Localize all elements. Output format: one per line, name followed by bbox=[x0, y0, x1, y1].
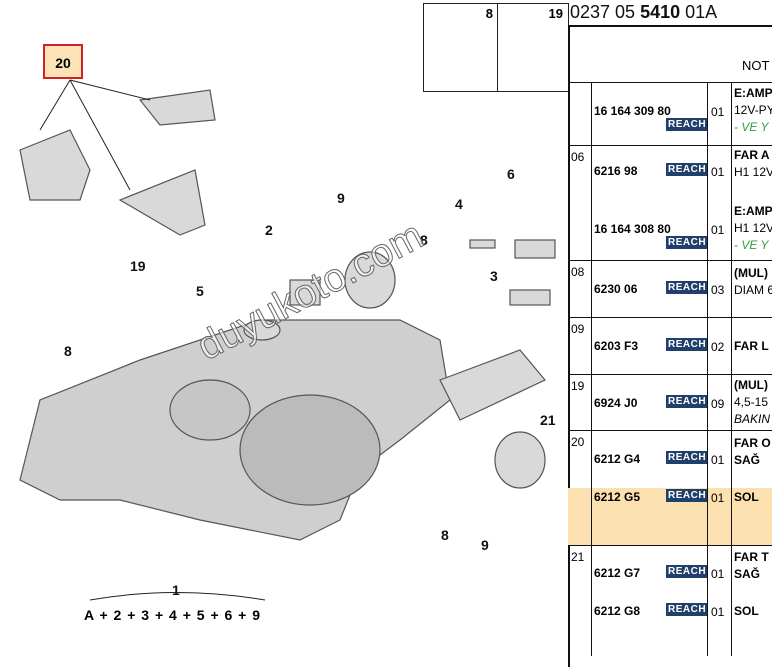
callout-21[interactable]: 21 bbox=[540, 412, 556, 428]
reach-badge: REACH bbox=[666, 118, 709, 131]
callout-6[interactable]: 6 bbox=[507, 166, 515, 182]
part-number[interactable]: 6212 G4 bbox=[594, 452, 641, 466]
callout-9[interactable]: 9 bbox=[337, 190, 345, 206]
reach-badge: REACH bbox=[666, 451, 709, 464]
assembly-formula: A + 2 + 3 + 4 + 5 + 6 + 9 bbox=[84, 607, 262, 623]
quantity: 03 bbox=[711, 283, 725, 297]
part-number[interactable]: 6212 G7 bbox=[594, 566, 641, 580]
part-number[interactable]: 6216 98 bbox=[594, 164, 638, 178]
description-line: (MUL) bbox=[734, 378, 768, 392]
reference-number: 21 bbox=[571, 550, 585, 564]
description-line: BAKIN bbox=[734, 412, 771, 426]
callout-8[interactable]: 8 bbox=[64, 343, 72, 359]
reference-number: 06 bbox=[571, 150, 585, 164]
description-line: - VE Y bbox=[734, 120, 769, 134]
reach-badge: REACH bbox=[666, 603, 709, 616]
description-line: 12V-PY bbox=[734, 103, 772, 117]
description-line: FAR A bbox=[734, 148, 770, 162]
column-header-notes: NOT bbox=[742, 58, 770, 73]
reference-number: 09 bbox=[571, 322, 585, 336]
thumb-screw-19: 19 bbox=[497, 3, 569, 92]
quantity: 01 bbox=[711, 491, 725, 505]
part-number[interactable]: 6230 06 bbox=[594, 282, 638, 296]
reference-number: 08 bbox=[571, 265, 585, 279]
part-number[interactable]: 6212 G5 bbox=[594, 490, 641, 504]
description-line: E:AMP bbox=[734, 86, 772, 100]
reach-badge: REACH bbox=[666, 395, 709, 408]
table-frame bbox=[568, 25, 772, 667]
thumb-label: 19 bbox=[548, 6, 563, 21]
description-line: FAR L bbox=[734, 339, 769, 353]
callout-3[interactable]: 3 bbox=[490, 268, 498, 284]
catalog-title: 0237 05 5410 01A bbox=[570, 2, 718, 22]
thumb-label: 8 bbox=[485, 6, 493, 21]
description-line: SAĞ bbox=[734, 567, 761, 581]
callout-5[interactable]: 5 bbox=[196, 283, 204, 299]
description-line: SOL bbox=[734, 604, 759, 618]
callout-9[interactable]: 9 bbox=[481, 537, 489, 553]
reach-badge: REACH bbox=[666, 236, 709, 249]
reach-badge: REACH bbox=[666, 565, 709, 578]
thumb-screw-8: 8 bbox=[423, 3, 499, 92]
part-number[interactable]: 6203 F3 bbox=[594, 339, 639, 353]
exploded-parts-diagram: 20 8 19 8 19 2 9 4 6 5 8 3 21 8 9 1 A + … bbox=[19, 3, 569, 623]
reach-badge: REACH bbox=[666, 338, 709, 351]
reference-number: 19 bbox=[571, 379, 585, 393]
callout-1[interactable]: 1 bbox=[172, 582, 180, 598]
description-line: H1 12V bbox=[734, 165, 772, 179]
description-line: 4,5-15 bbox=[734, 395, 769, 409]
quantity: 01 bbox=[711, 105, 725, 119]
part-number[interactable]: 6924 J0 bbox=[594, 396, 638, 410]
reach-badge: REACH bbox=[666, 163, 709, 176]
callout-8[interactable]: 8 bbox=[441, 527, 449, 543]
description-line: SAĞ bbox=[734, 453, 761, 467]
description-line: (MUL) bbox=[734, 266, 768, 280]
callout-2[interactable]: 2 bbox=[265, 222, 273, 238]
reference-number: 20 bbox=[571, 435, 585, 449]
description-line: FAR O bbox=[734, 436, 771, 450]
callout-19[interactable]: 19 bbox=[130, 258, 146, 274]
quantity: 01 bbox=[711, 223, 725, 237]
quantity: 01 bbox=[711, 605, 725, 619]
description-line: H1 12V bbox=[734, 221, 772, 235]
quantity: 01 bbox=[711, 453, 725, 467]
quantity: 01 bbox=[711, 567, 725, 581]
description-line: SOL bbox=[734, 490, 759, 504]
description-line: - VE Y bbox=[734, 238, 769, 252]
reach-badge: REACH bbox=[666, 281, 709, 294]
headlamp-drawing bbox=[19, 79, 556, 601]
quantity: 01 bbox=[711, 165, 725, 179]
reach-badge: REACH bbox=[666, 489, 709, 502]
callout-4[interactable]: 4 bbox=[455, 196, 463, 212]
part-number[interactable]: 6212 G8 bbox=[594, 604, 641, 618]
part-number[interactable]: 16 164 308 80 bbox=[594, 222, 671, 236]
selected-reference-marker[interactable]: 20 bbox=[43, 44, 83, 79]
description-line: DIAM 6 bbox=[734, 283, 772, 297]
quantity: 02 bbox=[711, 340, 725, 354]
description-line: E:AMP bbox=[734, 204, 772, 218]
description-line: FAR T bbox=[734, 550, 769, 564]
quantity: 09 bbox=[711, 397, 725, 411]
part-number[interactable]: 16 164 309 80 bbox=[594, 104, 671, 118]
callout-8[interactable]: 8 bbox=[420, 232, 428, 248]
